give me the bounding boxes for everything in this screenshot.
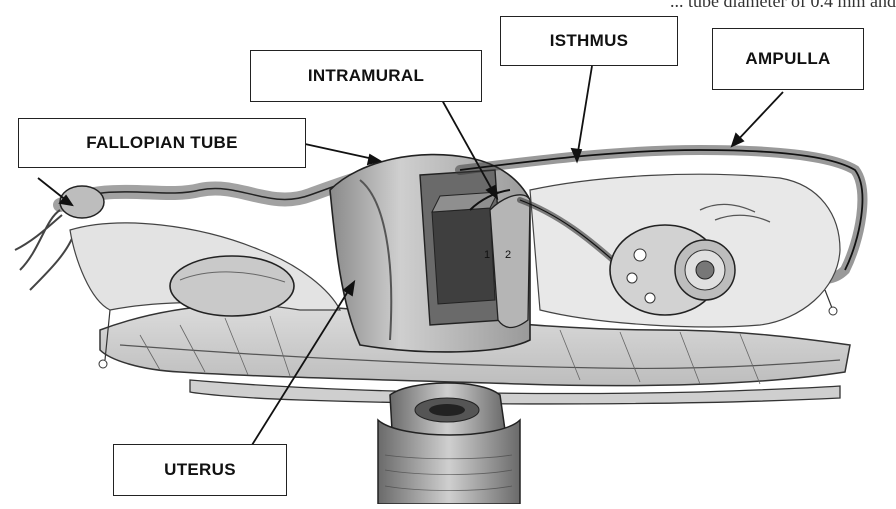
leader-isthmus bbox=[577, 66, 592, 158]
segment-mark-1: 1 bbox=[484, 249, 490, 261]
label-fallopian-tube: FALLOPIAN TUBE bbox=[18, 118, 306, 168]
leader-ampulla bbox=[735, 92, 783, 143]
segment-mark-2: 2 bbox=[505, 249, 511, 261]
left-ovary bbox=[170, 256, 294, 316]
left-fimbriae bbox=[15, 210, 75, 290]
label-ampulla: AMPULLA bbox=[712, 28, 864, 90]
caption-fragment: ... tube diameter of 0.4 mm and bbox=[0, 0, 896, 11]
label-uterus: UTERUS bbox=[113, 444, 287, 496]
leader-fallopian-to-tube bbox=[305, 144, 378, 160]
label-intramural: INTRAMURAL bbox=[250, 50, 482, 102]
label-isthmus: ISTHMUS bbox=[500, 16, 678, 66]
